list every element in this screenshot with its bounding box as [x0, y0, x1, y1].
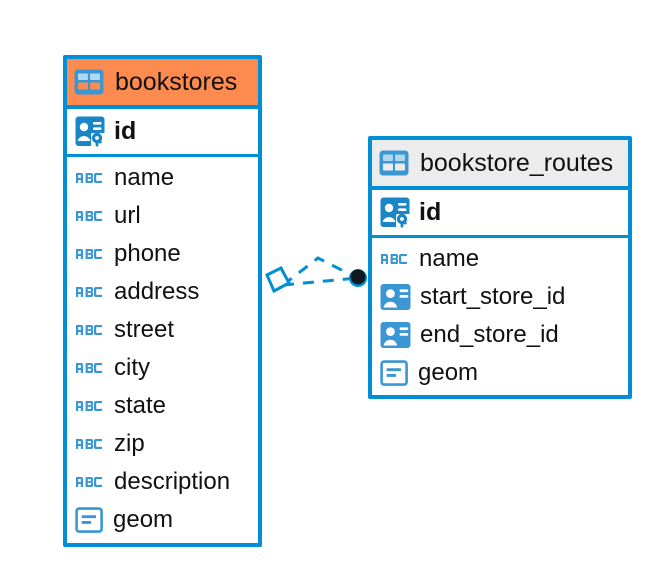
entity-name-label: bookstore_routes: [420, 148, 614, 177]
field-name-label: state: [114, 392, 167, 419]
field-row-city[interactable]: city: [67, 349, 258, 387]
geometry-type-icon: [380, 359, 409, 387]
field-row-state[interactable]: state: [67, 387, 258, 425]
field-row-id[interactable]: id: [67, 109, 258, 157]
table-icon: [74, 69, 104, 95]
field-row-end-store-id[interactable]: end_store_id: [372, 316, 628, 354]
foreign-key-icon: [380, 283, 411, 311]
primary-key-icon: [74, 116, 106, 147]
field-row-geom[interactable]: geom: [67, 501, 258, 539]
text-type-icon: [75, 430, 105, 458]
field-name-label: url: [114, 202, 141, 229]
field-row-address[interactable]: address: [67, 273, 258, 311]
primary-key-label: id: [419, 198, 442, 226]
filled-circle-marker: [349, 269, 367, 287]
entity-header-bookstore-routes[interactable]: bookstore_routes: [372, 140, 628, 190]
field-name-label: zip: [114, 430, 145, 457]
field-row-url[interactable]: url: [67, 197, 258, 235]
text-type-icon: [75, 392, 105, 420]
text-type-icon: [75, 354, 105, 382]
field-name-label: description: [114, 468, 231, 495]
field-row-description[interactable]: description: [67, 463, 258, 501]
field-row-id[interactable]: id: [372, 190, 628, 238]
entity-header-bookstores[interactable]: bookstores: [67, 59, 258, 109]
entity-bookstore-routes[interactable]: bookstore_routes id: [368, 136, 632, 399]
field-name-label: phone: [114, 240, 181, 267]
field-row-street[interactable]: street: [67, 311, 258, 349]
field-row-phone[interactable]: phone: [67, 235, 258, 273]
field-row-start-store-id[interactable]: start_store_id: [372, 278, 628, 316]
relationship-lines: [282, 256, 358, 287]
field-row-name[interactable]: name: [372, 240, 628, 278]
primary-key-icon: [379, 197, 411, 228]
entity-name-label: bookstores: [115, 67, 238, 96]
text-type-icon: [75, 202, 105, 230]
field-name-label: name: [114, 164, 175, 191]
text-type-icon: [75, 240, 105, 268]
geometry-type-icon: [75, 506, 104, 534]
relationship-branch-lower: [282, 276, 358, 287]
relationship-branch-upper: [282, 256, 358, 287]
field-name-label: geom: [113, 506, 174, 533]
field-row-name[interactable]: name: [67, 159, 258, 197]
text-type-icon: [75, 316, 105, 344]
diamond-marker: [265, 266, 292, 294]
text-type-icon: [75, 468, 105, 496]
field-name-label: city: [114, 354, 150, 381]
table-icon: [379, 150, 409, 176]
text-type-icon: [75, 278, 105, 306]
foreign-key-icon: [380, 321, 411, 349]
text-type-icon: [380, 245, 410, 273]
field-list-bookstore-routes: name start_store_id: [372, 238, 628, 392]
primary-key-label: id: [114, 117, 137, 145]
field-row-geom[interactable]: geom: [372, 354, 628, 392]
field-name-label: name: [419, 245, 480, 272]
field-name-label: geom: [418, 359, 479, 386]
field-name-label: start_store_id: [420, 283, 566, 310]
text-type-icon: [75, 164, 105, 192]
entity-bookstores[interactable]: bookstores id: [63, 55, 262, 547]
field-list-bookstores: name url: [67, 157, 258, 539]
field-name-label: address: [114, 278, 200, 305]
field-name-label: end_store_id: [420, 321, 559, 348]
field-row-zip[interactable]: zip: [67, 425, 258, 463]
field-name-label: street: [114, 316, 175, 343]
